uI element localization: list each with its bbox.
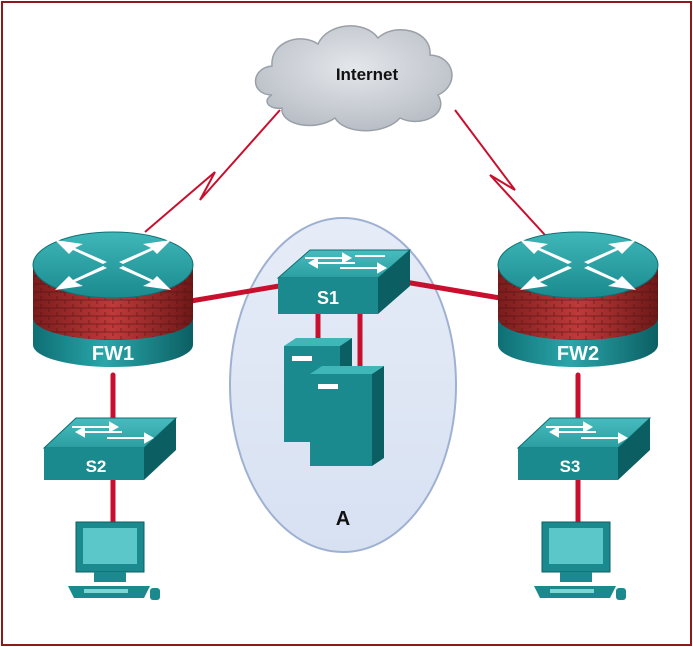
switch-icon	[42, 417, 178, 480]
s3-label: S3	[560, 457, 581, 476]
pc-icon	[534, 521, 626, 600]
s1-label: S1	[317, 288, 339, 308]
s2-label: S2	[86, 457, 107, 476]
wan-link-fw2	[454, 109, 546, 236]
switch-icon	[516, 417, 652, 480]
wan-link-fw1	[144, 109, 281, 233]
cloud-icon	[254, 25, 453, 132]
link-fw1-s1	[182, 282, 288, 305]
router-firewall-icon	[32, 231, 194, 367]
internet-label: Internet	[336, 65, 399, 84]
pc-icon	[68, 521, 160, 600]
fw1-label: FW1	[92, 343, 134, 365]
link-s1-fw2	[402, 279, 503, 301]
server-icon	[284, 338, 384, 466]
fw2-label: FW2	[557, 343, 599, 365]
zone-a-label: A	[336, 508, 350, 530]
router-firewall-icon	[497, 231, 659, 367]
switch-icon	[276, 249, 412, 314]
links	[110, 279, 581, 528]
wan-links	[144, 109, 546, 236]
